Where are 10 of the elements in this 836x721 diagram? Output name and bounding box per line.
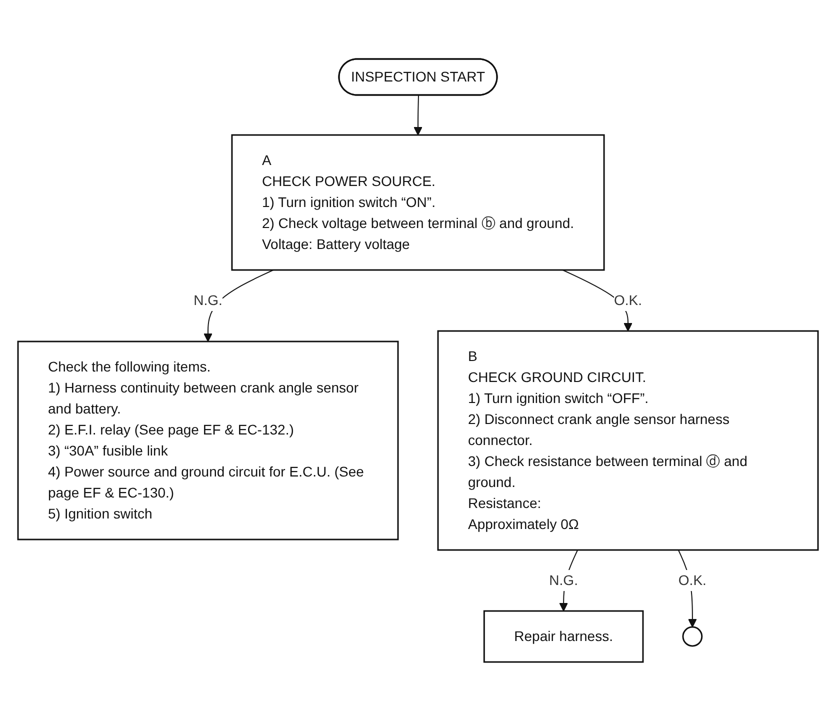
node-box [17,340,399,540]
edge-label: O.K. [678,572,706,588]
node-circle [682,626,703,647]
node-box [437,330,819,551]
node-box [231,134,605,271]
node-box [483,610,644,663]
edge-label: O.K. [614,292,642,308]
edge-label: N.G. [194,292,222,308]
edge-label: N.G. [549,572,578,588]
arrow [414,95,422,136]
